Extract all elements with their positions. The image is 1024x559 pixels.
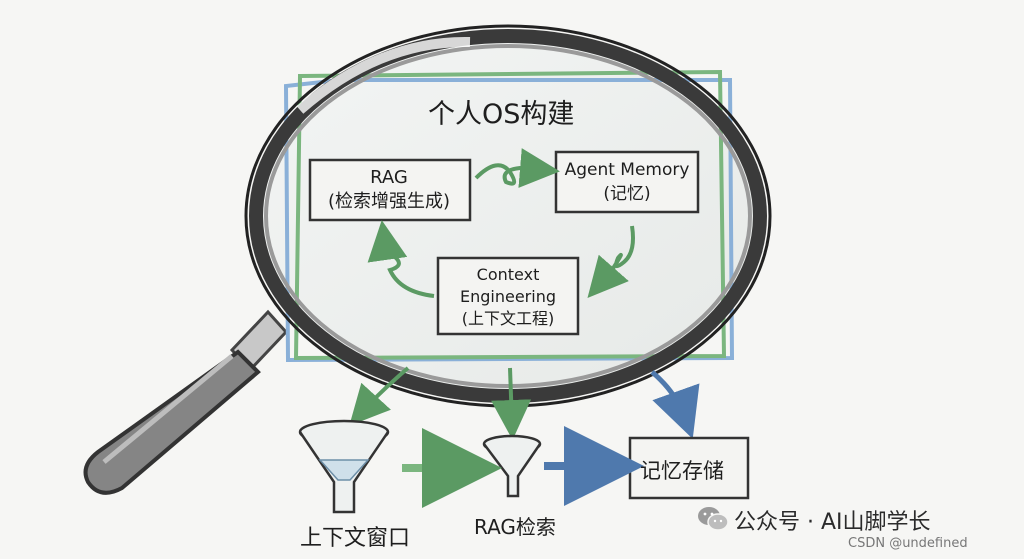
context-box xyxy=(436,256,580,336)
lens-glare xyxy=(296,36,471,114)
context-label-line1: Context xyxy=(476,265,540,284)
watermark-text: 公众号 · AI山脚学长 xyxy=(734,510,931,535)
arrow-to-retrieval xyxy=(491,367,532,440)
arrow-to-window xyxy=(349,366,410,426)
arrow-context-to-rag xyxy=(367,220,435,298)
context-label-line3: (上下文工程) xyxy=(461,309,555,328)
storage-box xyxy=(628,436,750,500)
retrieval-label: RAG检索 xyxy=(474,515,556,539)
arrow-memory-to-context xyxy=(587,225,635,299)
rag-label-line2: (检索增强生成) xyxy=(327,191,451,212)
magnifier-handle xyxy=(83,309,289,495)
context-label: Context Engineering (上下文工程) xyxy=(438,264,578,330)
memory-label-line1: Agent Memory xyxy=(564,160,690,180)
rag-label-line1: RAG xyxy=(370,167,408,188)
funnel-window xyxy=(298,419,390,514)
magnifier-lens xyxy=(258,38,758,394)
rag-label: RAG (检索增强生成) xyxy=(306,166,472,214)
memory-label: Agent Memory (记忆) xyxy=(554,158,700,206)
window-label: 上下文窗口 xyxy=(300,526,411,551)
arrow-to-storage xyxy=(650,370,700,439)
rag-box xyxy=(308,158,472,222)
funnel-retrieval xyxy=(482,434,542,498)
diagram-title: 个人OS构建 xyxy=(428,99,575,130)
context-label-line2: Engineering xyxy=(460,287,556,306)
memory-label-line2: (记忆) xyxy=(603,184,651,204)
storage-label: 记忆存储 xyxy=(640,459,724,483)
arrow-rag-to-memory xyxy=(474,148,560,188)
wechat-icon xyxy=(698,507,729,531)
csdn-credit: CSDN @undefined xyxy=(848,536,968,551)
memory-box xyxy=(554,150,700,214)
magnifier-rim xyxy=(249,29,767,403)
green-frame xyxy=(293,69,727,361)
